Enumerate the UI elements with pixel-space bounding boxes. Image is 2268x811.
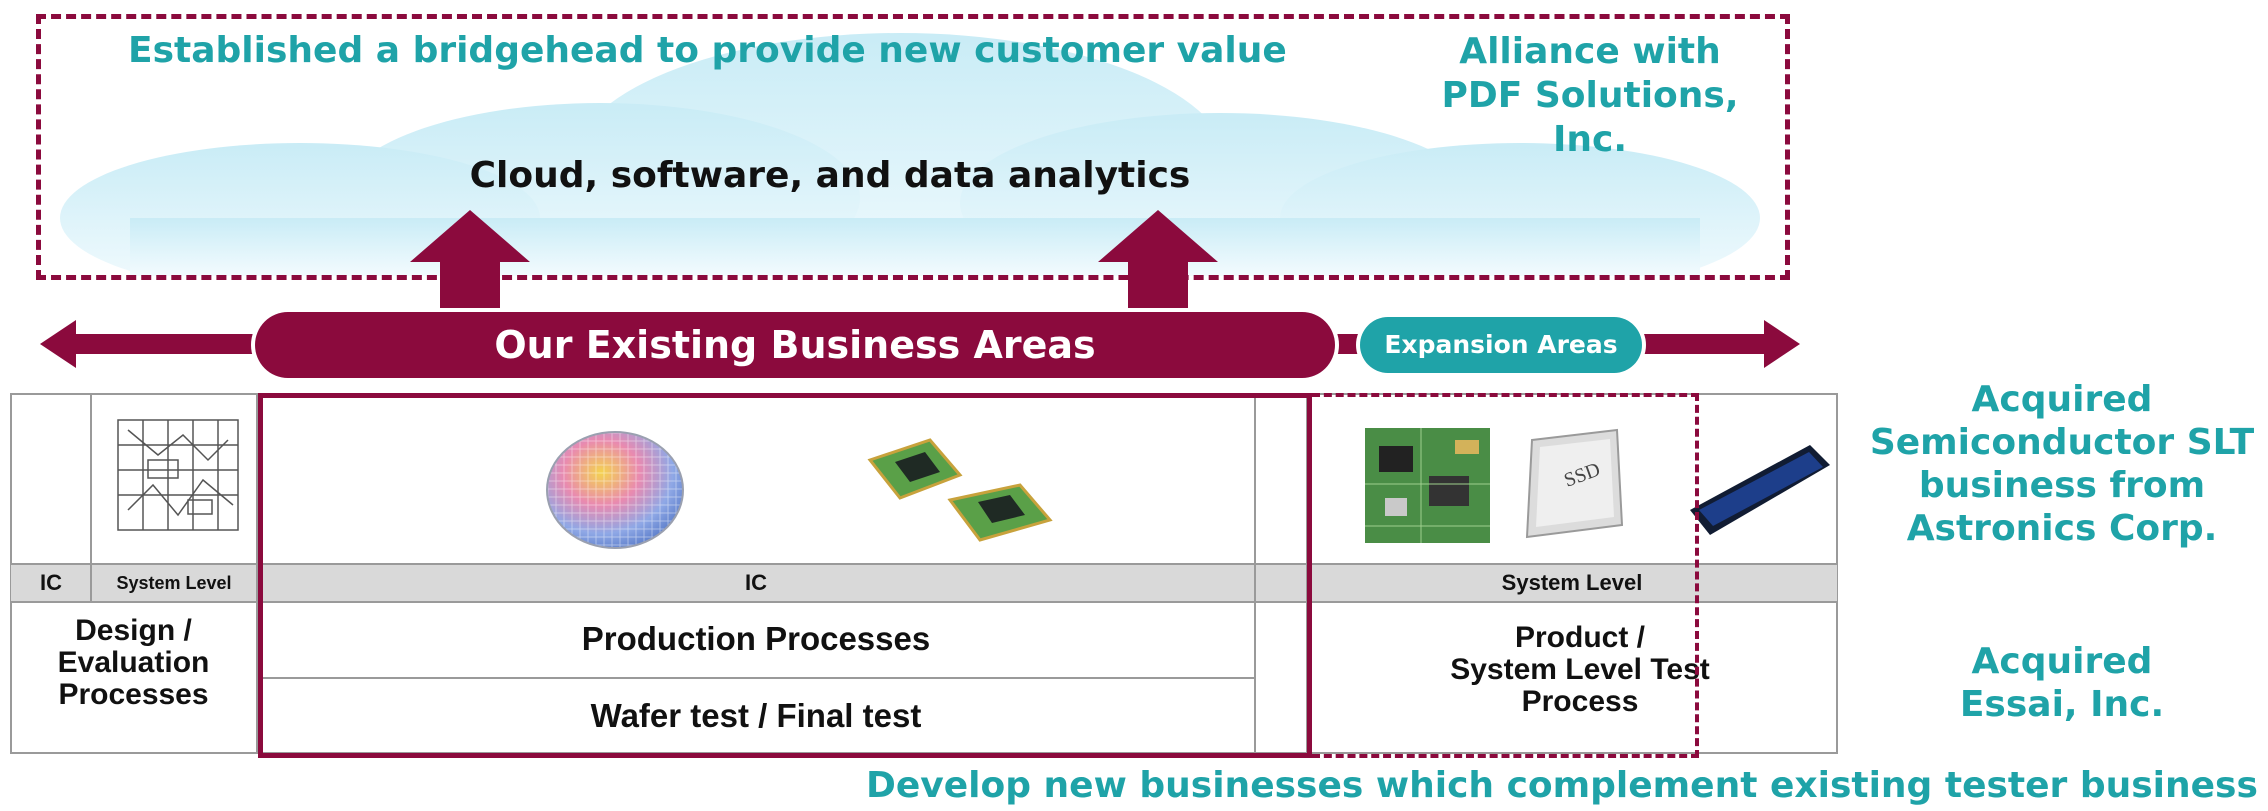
- circuit-schematic-icon: [117, 419, 239, 531]
- ssd-icon: SSD: [1525, 428, 1624, 539]
- existing-area-frame: [258, 393, 1312, 758]
- category-system-left: System Level: [116, 573, 232, 593]
- category-ic-left: IC: [40, 570, 62, 595]
- col-divider: [90, 393, 92, 603]
- col-divider: [256, 393, 258, 754]
- existing-business-banner: Our Existing Business Areas: [255, 312, 1335, 378]
- bridgehead-heading: Established a bridgehead to provide new …: [128, 30, 1287, 71]
- alliance-label: Alliance with PDF Solutions, Inc.: [1441, 31, 1739, 160]
- bottom-caption: Develop new businesses which complement …: [866, 765, 2258, 806]
- cloud-dashed-frame: [36, 14, 1790, 280]
- up-arrow-right-icon: [1098, 210, 1218, 310]
- wafer-icon: [546, 431, 684, 549]
- category-system-right: System Level: [1501, 570, 1643, 595]
- design-evaluation-label: Design / Evaluation Processes: [57, 614, 210, 711]
- wafer-final-test-label: Wafer test / Final test: [590, 697, 922, 734]
- expansion-area-dashed-frame: [1312, 393, 1699, 758]
- ic-chips-icon: [867, 438, 1053, 542]
- smartphone-icon: [1690, 445, 1830, 535]
- astronics-acquisition-note: Acquired Semiconductor SLT business from…: [1869, 379, 2255, 549]
- circuit-board-icon: [1365, 428, 1490, 543]
- production-processes-label: Production Processes: [581, 620, 931, 657]
- category-ic-center: IC: [745, 570, 767, 595]
- col-divider: [1254, 393, 1256, 754]
- product-slt-label: Product / System Level Test Process: [1450, 621, 1710, 718]
- up-arrow-left-icon: [410, 210, 530, 310]
- essai-acquisition-note: Acquired Essai, Inc.: [1959, 641, 2165, 725]
- category-row: [11, 563, 1837, 603]
- row-divider: [256, 677, 1254, 679]
- cloud-illustration: [40, 18, 1786, 303]
- expansion-areas-badge: Expansion Areas: [1360, 317, 1642, 373]
- cloud-software-label: Cloud, software, and data analytics: [469, 155, 1191, 196]
